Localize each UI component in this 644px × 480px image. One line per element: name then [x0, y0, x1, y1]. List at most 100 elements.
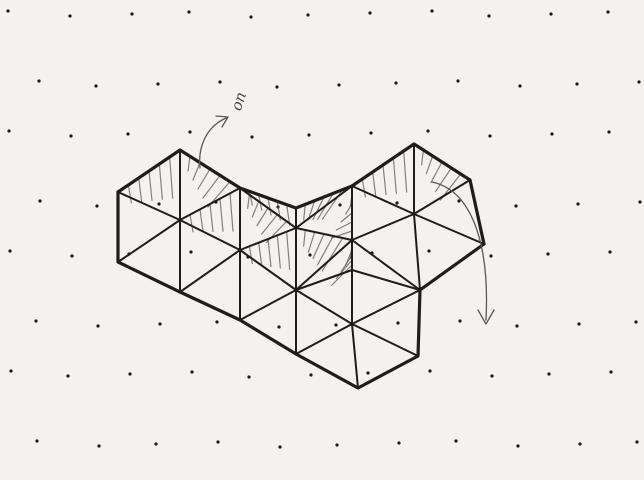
grid-dot: [577, 322, 580, 325]
grid-dot: [96, 324, 99, 327]
grid-dot: [128, 372, 131, 375]
hatch-stroke: [308, 232, 314, 252]
hatch-stroke: [422, 150, 424, 165]
hatch-stroke: [262, 215, 278, 234]
hatch-stroke: [149, 171, 152, 201]
grid-dot: [250, 135, 253, 138]
grid-dot: [576, 202, 579, 205]
triangle-edge: [180, 220, 240, 250]
grid-dot: [69, 134, 72, 137]
grid-dot: [395, 201, 398, 204]
triangle-edge: [352, 324, 358, 388]
grid-dot: [637, 80, 640, 83]
grid-dot: [606, 10, 609, 13]
grid-dot: [6, 9, 9, 12]
handwritten-label: on: [227, 90, 250, 113]
hatch-stroke: [248, 195, 250, 209]
grid-dot: [608, 250, 611, 253]
triangle-edge: [296, 186, 352, 228]
hatch-stroke: [203, 175, 220, 198]
hatch-stroke: [210, 204, 213, 232]
hatch-stroke: [313, 234, 324, 259]
grid-dot: [550, 132, 553, 135]
triangle-edge: [352, 290, 420, 324]
grid-dot: [546, 252, 549, 255]
grid-dot: [516, 444, 519, 447]
grid-dot: [190, 370, 193, 373]
hatch-stroke: [287, 232, 290, 270]
grid-dot: [275, 85, 278, 88]
triangle-edge: [352, 324, 418, 356]
grid-dot: [487, 14, 490, 17]
hatch-stroke: [190, 215, 193, 232]
triangle-edge: [352, 214, 414, 240]
triangle-edge: [414, 214, 420, 290]
hatch-stroke: [268, 239, 271, 267]
grid-dot: [94, 84, 97, 87]
hatch-stroke: [304, 204, 306, 220]
grid-dot: [188, 130, 191, 133]
grid-dot: [366, 371, 369, 374]
grid-dot: [368, 11, 371, 14]
grid-dot: [278, 445, 281, 448]
grid-dot: [489, 254, 492, 257]
grid-dot: [369, 131, 372, 134]
hatch-stroke: [249, 246, 252, 263]
triangle-edge: [118, 192, 180, 220]
grid-dot: [607, 130, 610, 133]
grid-dot: [454, 439, 457, 442]
hatch-stroke: [257, 208, 268, 226]
hatch-stroke: [322, 238, 342, 271]
grid-dot: [490, 374, 493, 377]
grid-dot: [9, 369, 12, 372]
hatch-stroke: [188, 156, 190, 171]
hatch-stroke: [383, 165, 386, 195]
grid-dot: [634, 320, 637, 323]
pencil-shading: [128, 150, 460, 285]
hatch-stroke: [336, 222, 352, 230]
grid-dot: [97, 444, 100, 447]
triangle-edge: [296, 270, 352, 290]
grid-dot: [8, 249, 11, 252]
grid-dot: [249, 15, 252, 18]
grid-dot: [277, 325, 280, 328]
hatch-stroke: [230, 193, 233, 231]
hatch-stroke: [318, 236, 334, 265]
hatch-stroke: [304, 230, 306, 246]
grid-dot: [547, 372, 550, 375]
hatch-stroke: [252, 201, 258, 217]
hatch-stroke: [393, 158, 396, 193]
dot-grid: [6, 9, 641, 448]
hatch-stroke: [200, 209, 203, 231]
hatch-stroke: [170, 157, 173, 198]
grid-dot: [157, 202, 160, 205]
hatch-stroke: [362, 179, 365, 197]
grid-dot: [70, 254, 73, 257]
hatch-stroke: [426, 156, 432, 174]
grid-dot: [34, 319, 37, 322]
grid-dot: [334, 323, 337, 326]
hatch-stroke: [128, 185, 131, 203]
grid-dot: [35, 439, 38, 442]
grid-dot: [335, 443, 338, 446]
triangle-edge: [296, 324, 352, 354]
grid-dot: [156, 82, 159, 85]
grid-dot: [308, 253, 311, 256]
grid-dot: [428, 369, 431, 372]
grid-dot: [216, 440, 219, 443]
triangle-edge: [180, 250, 240, 292]
triangle-edge: [352, 240, 420, 290]
hatch-stroke: [404, 151, 407, 192]
hatch-stroke: [341, 213, 352, 222]
grid-dot: [427, 249, 430, 252]
grid-dot: [458, 319, 461, 322]
grid-dot: [514, 204, 517, 207]
grid-dot: [338, 203, 341, 206]
grid-dot: [68, 14, 71, 17]
grid-dot: [307, 133, 310, 136]
grid-dot: [38, 199, 41, 202]
grid-dot: [247, 375, 250, 378]
grid-dot: [426, 129, 429, 132]
